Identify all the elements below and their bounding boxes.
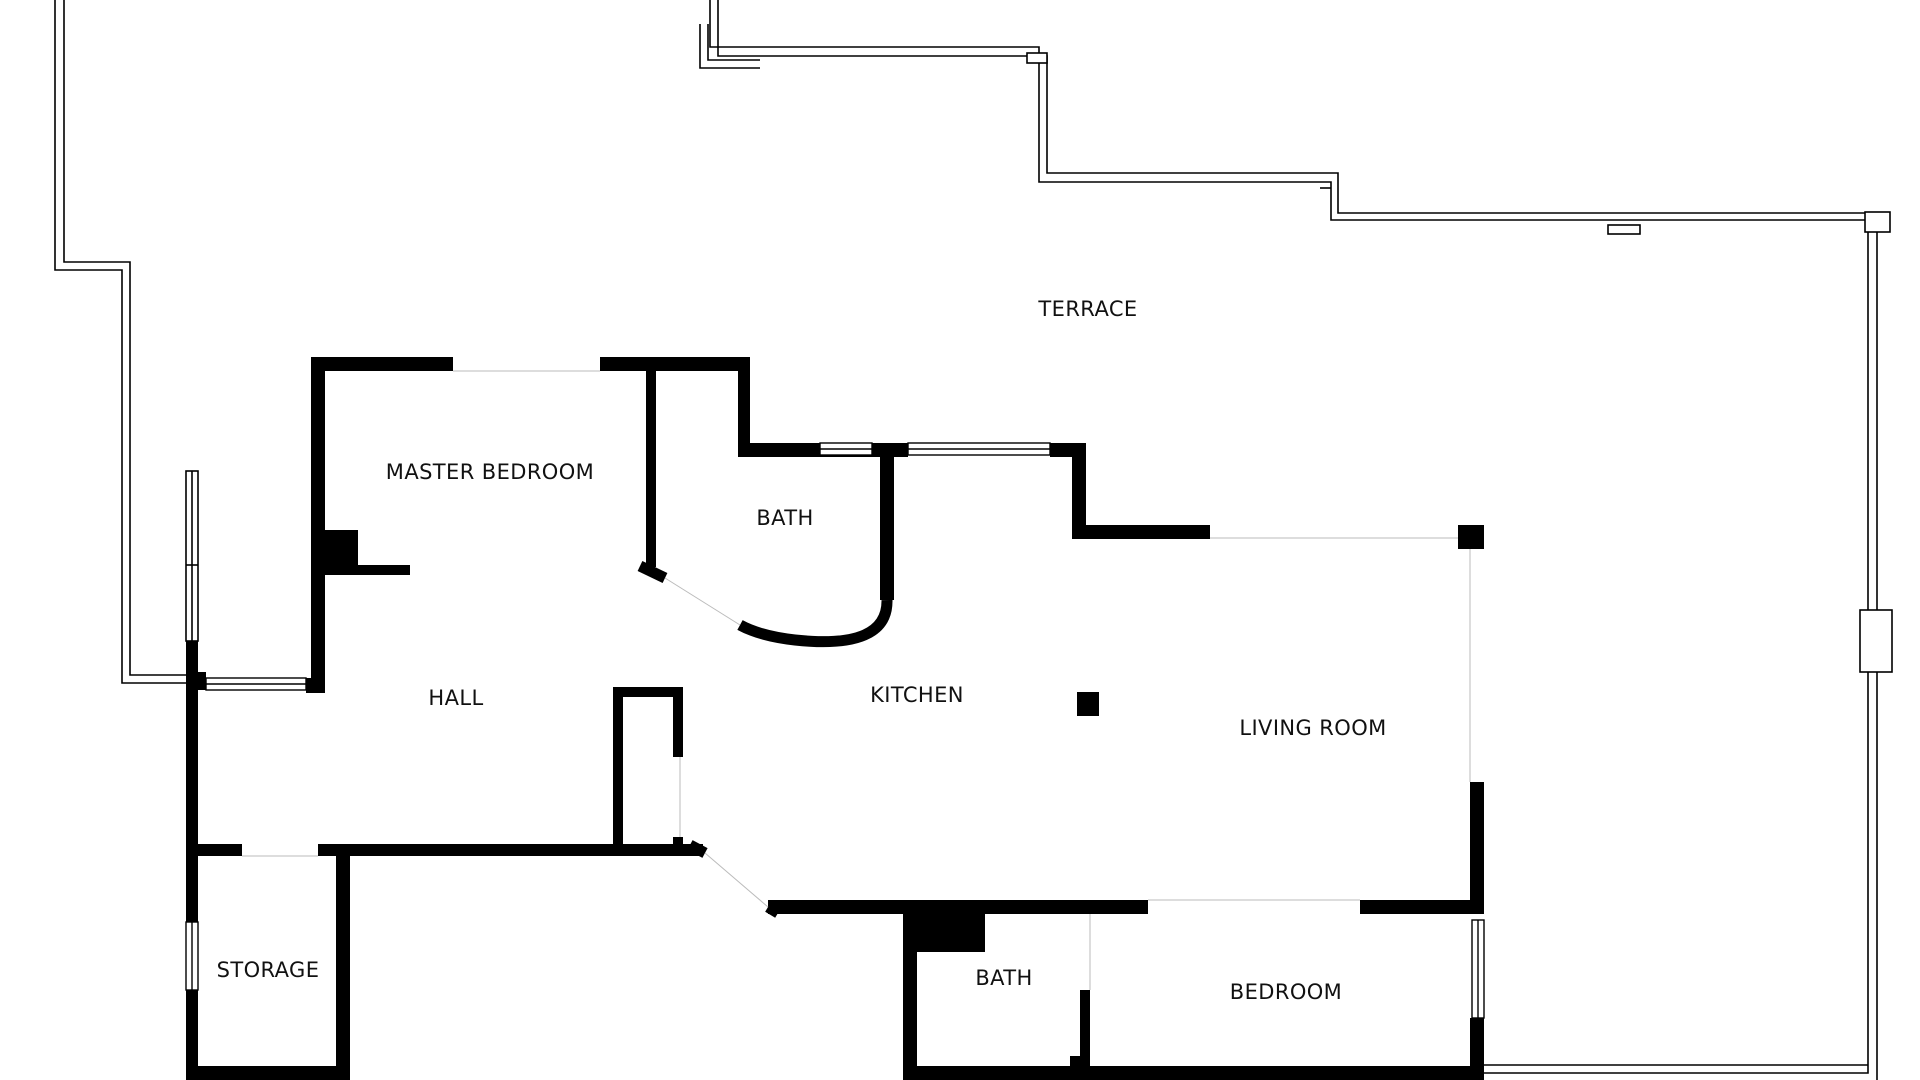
windows (185, 442, 1485, 1019)
label-storage: STORAGE (217, 958, 320, 982)
label-hall: HALL (428, 686, 483, 710)
left-railing (185, 470, 199, 642)
label-master-bedroom: MASTER BEDROOM (386, 460, 594, 484)
door-openings (242, 370, 1471, 990)
label-terrace: TERRACE (1037, 297, 1137, 321)
label-bath-upper: BATH (756, 506, 813, 530)
label-living-room: LIVING ROOM (1239, 716, 1386, 740)
curved-walls (637, 561, 893, 918)
terrace-fixtures (1026, 52, 1893, 673)
label-bath-lower: BATH (975, 966, 1032, 990)
label-kitchen: KITCHEN (870, 683, 964, 707)
label-bedroom: BEDROOM (1230, 980, 1342, 1004)
